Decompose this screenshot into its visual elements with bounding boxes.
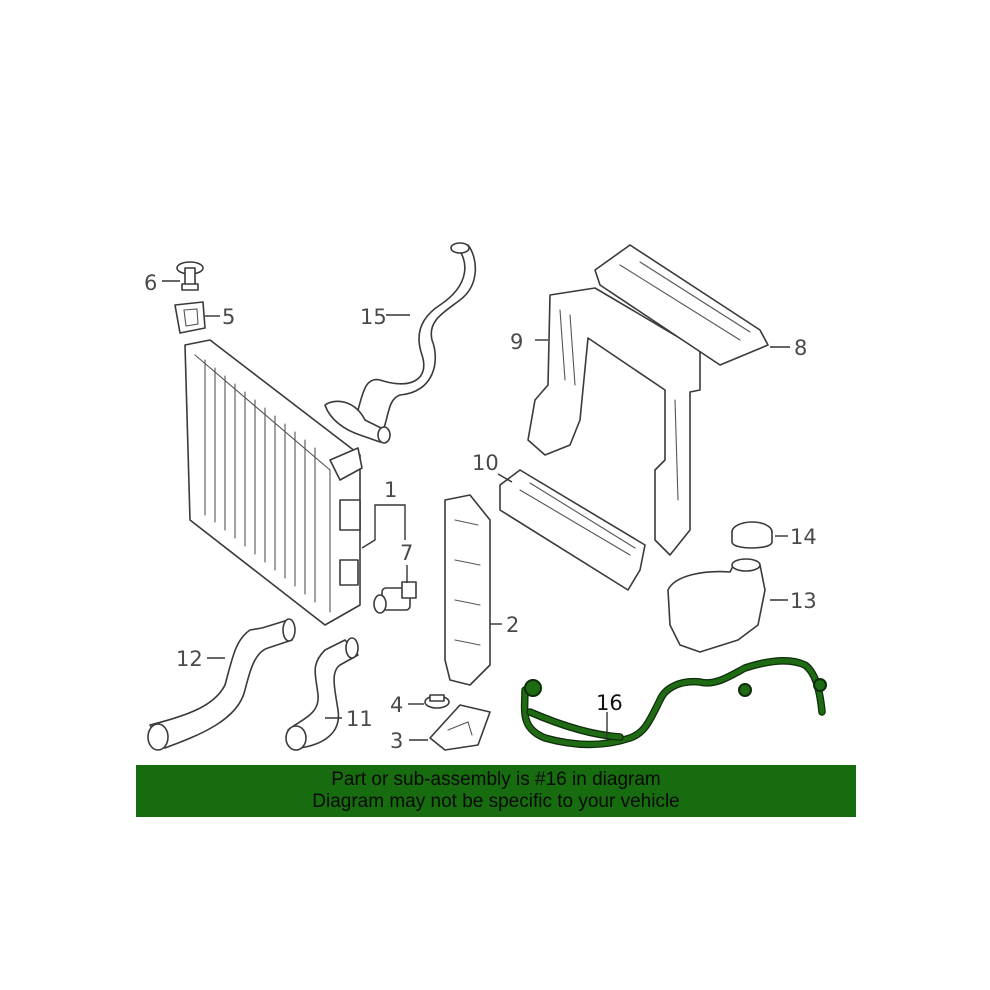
part-14-reservoir-cap (731, 521, 773, 549)
part-3-bracket (429, 704, 491, 751)
callout-5: 5 (222, 305, 235, 329)
part-5-mount (174, 301, 206, 334)
leader-lines (162, 280, 790, 741)
callout-1: 1 (384, 478, 397, 502)
part-8-upper-support (594, 244, 769, 366)
banner-part-note: Part or sub-assembly is #16 in diagram (331, 769, 661, 790)
callout-4: 4 (390, 693, 403, 717)
part-2-air-guide (444, 494, 491, 686)
callout-3: 3 (390, 729, 403, 753)
part-6-plug (176, 261, 204, 291)
part-11-hose (285, 637, 359, 751)
part-16-coolant-hose-highlighted (520, 657, 827, 749)
callout-12: 12 (176, 647, 203, 671)
callout-2: 2 (506, 613, 519, 637)
part-10-lower-shroud (499, 469, 646, 591)
part-15-upper-hose (324, 242, 477, 444)
part-4-clip (424, 694, 450, 709)
callout-8: 8 (794, 336, 807, 360)
part-13-expansion-tank (667, 558, 766, 653)
callout-16: 16 (596, 691, 623, 715)
callout-15: 15 (360, 305, 387, 329)
part-9-frame (527, 287, 701, 556)
callout-7: 7 (400, 541, 413, 565)
callout-6: 6 (144, 271, 157, 295)
banner-disclaimer: Diagram may not be specific to your vehi… (312, 791, 680, 812)
callout-14: 14 (790, 525, 817, 549)
part-12-lower-hose (147, 618, 296, 751)
callout-9: 9 (510, 330, 523, 354)
radiator (184, 339, 363, 626)
callout-13: 13 (790, 589, 817, 613)
callout-10: 10 (472, 451, 499, 475)
callout-11: 11 (346, 707, 373, 731)
part-7-sensor (373, 581, 417, 614)
highlight-banner: Part or sub-assembly is #16 in diagram D… (136, 765, 856, 817)
